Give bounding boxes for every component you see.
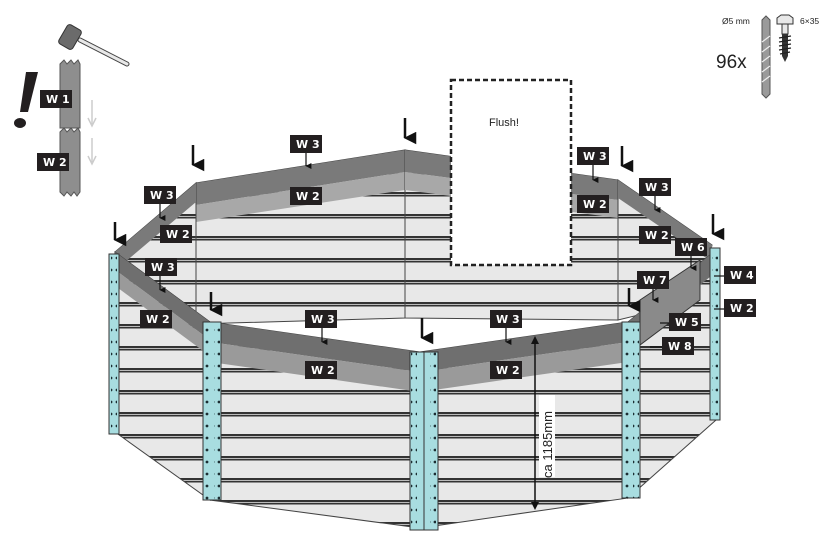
back-wall-left <box>195 149 406 325</box>
svg-text:W 6: W 6 <box>681 241 705 254</box>
front-right-side-wall <box>627 248 717 500</box>
panel-joint-illustration: W 1 W 2 <box>37 59 97 197</box>
label-left-upper-w2: W 2 <box>160 225 192 243</box>
svg-text:W 3: W 3 <box>583 150 607 163</box>
height-dimension: ca 1185mm <box>531 336 555 510</box>
label-front-right-w2: W 2 <box>490 361 522 379</box>
corner-post-left <box>108 253 120 435</box>
hardware-spec: Ø5 mm 6×35 96x <box>716 14 819 99</box>
svg-text:W 4: W 4 <box>730 269 754 282</box>
label-right-w8: W 8 <box>662 337 694 355</box>
corner-post-front-center <box>409 351 439 531</box>
label-right-w2b: W 2 <box>724 299 756 317</box>
label-back-right-w3: W 3 <box>577 147 609 165</box>
label-right-w5: W 5 <box>669 313 701 331</box>
front-right-wall <box>419 321 629 529</box>
lag-screw-icon <box>776 14 794 62</box>
svg-text:W 3: W 3 <box>496 313 520 326</box>
svg-text:W 2: W 2 <box>645 229 669 242</box>
label-left-lower-w2: W 2 <box>140 310 172 328</box>
svg-text:W 2: W 2 <box>166 228 190 241</box>
label-right-upper-w2: W 2 <box>639 226 671 244</box>
svg-text:W 2: W 2 <box>43 156 67 169</box>
screw-point-arrows <box>113 118 725 345</box>
svg-text:W 7: W 7 <box>643 274 667 287</box>
svg-text:W 2: W 2 <box>583 198 607 211</box>
joint-label-w2: W 2 <box>37 153 69 171</box>
label-front-right-w3: W 3 <box>490 310 522 328</box>
svg-text:W 3: W 3 <box>645 181 669 194</box>
svg-text:W 3: W 3 <box>150 189 174 202</box>
svg-text:W 2: W 2 <box>496 364 520 377</box>
warning-exclamation-icon <box>14 72 38 128</box>
flush-callout: Flush! <box>449 78 573 267</box>
front-left-wall <box>209 321 421 529</box>
svg-text:W 2: W 2 <box>146 313 170 326</box>
label-right-w4: W 4 <box>724 266 756 284</box>
label-back-left-w3: W 3 <box>290 135 322 153</box>
drill-bit-icon <box>761 15 771 99</box>
screw-spec: 6×35 <box>800 16 819 26</box>
quantity: 96x <box>716 52 747 73</box>
part-labels: W 3 W 2 W 3 W 2 W 3 W 2 W 3 W 2 W 3 W 2 … <box>140 135 756 379</box>
svg-text:W 1: W 1 <box>46 93 70 106</box>
label-right-w6: W 6 <box>675 238 707 256</box>
label-left-lower-w3: W 3 <box>145 258 177 276</box>
svg-text:W 3: W 3 <box>151 261 175 274</box>
label-left-upper-w3: W 3 <box>144 186 176 204</box>
hammer-icon <box>58 24 130 67</box>
drill-spec: Ø5 mm <box>722 16 750 26</box>
corner-post-right <box>709 247 721 421</box>
svg-text:W 3: W 3 <box>296 138 320 151</box>
corner-post-front-right <box>621 321 641 499</box>
svg-text:W 2: W 2 <box>311 364 335 377</box>
joint-label-w1: W 1 <box>40 90 72 108</box>
svg-text:W 3: W 3 <box>311 313 335 326</box>
label-right-upper-w3: W 3 <box>639 178 671 196</box>
corner-post-front-left <box>202 321 222 501</box>
label-pointers <box>159 153 697 345</box>
svg-text:W 8: W 8 <box>668 340 692 353</box>
svg-text:W 2: W 2 <box>730 302 754 315</box>
label-back-left-w2: W 2 <box>290 187 322 205</box>
svg-text:W 5: W 5 <box>675 316 699 329</box>
height-label: ca 1185mm <box>540 411 555 478</box>
label-back-right-w2: W 2 <box>577 195 609 213</box>
label-front-left-w3: W 3 <box>305 310 337 328</box>
label-pointers-side <box>650 275 724 348</box>
svg-text:W 2: W 2 <box>296 190 320 203</box>
label-front-left-w2: W 2 <box>305 361 337 379</box>
label-right-w7: W 7 <box>637 271 669 289</box>
flush-text: Flush! <box>489 117 519 129</box>
